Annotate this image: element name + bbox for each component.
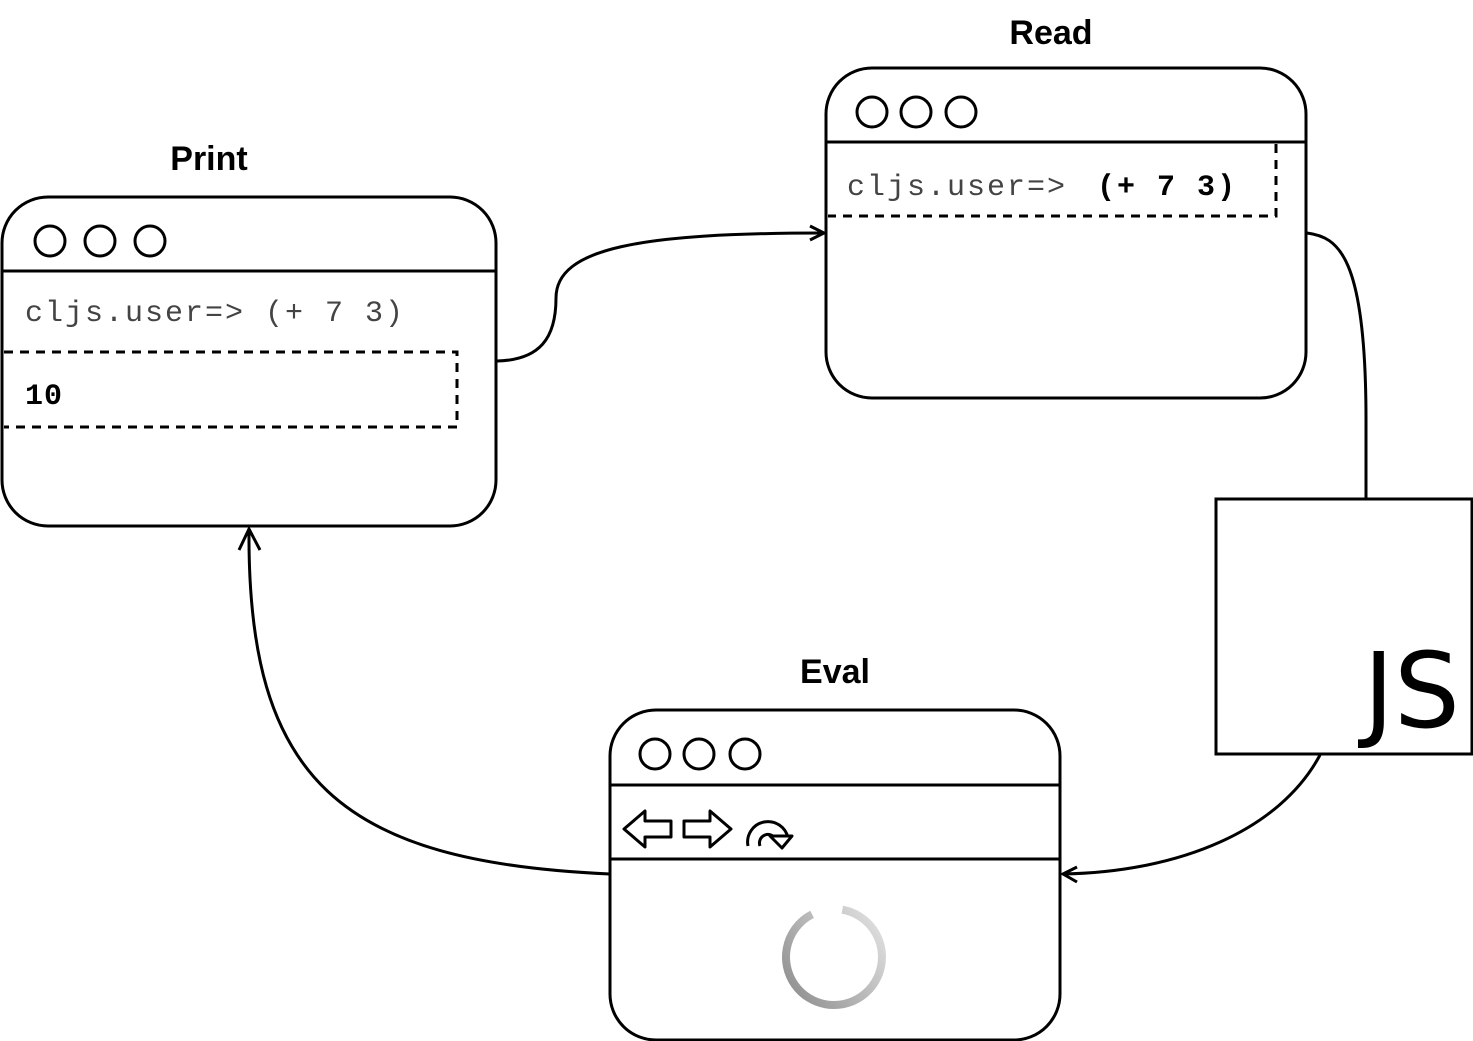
- read-expression: (+ 7 3): [1097, 171, 1237, 205]
- print-arrowhead: [237, 525, 262, 551]
- eval-arrowhead: [1059, 865, 1078, 884]
- eval-window-dot-icon: [638, 737, 672, 771]
- print-result-dashed-box: [4, 350, 459, 429]
- print-to-read-connector: [496, 231, 825, 363]
- print-window-dot-icon: [133, 224, 167, 258]
- read-to-js-connector: [1306, 231, 1368, 498]
- print-input-line: cljs.user=> (+ 7 3): [25, 297, 405, 331]
- eval-window-dot-icon: [728, 737, 762, 771]
- print-result: 10: [25, 380, 63, 414]
- print-window-dot-icon: [33, 224, 67, 258]
- read-arrowhead: [809, 224, 828, 242]
- read-window: Read cljs.user=> (+ 7 3): [824, 14, 1308, 400]
- js-label: JS: [1357, 630, 1460, 752]
- eval-window-dot-icon: [682, 737, 716, 771]
- print-window-frame: [0, 195, 498, 528]
- read-input-line: cljs.user=> (+ 7 3): [847, 171, 1237, 205]
- print-window: Print cljs.user=> (+ 7 3) 10: [0, 140, 498, 528]
- eval-title: Eval: [800, 653, 870, 691]
- loading-spinner-icon: [782, 905, 886, 1009]
- js-to-eval-connector: [1062, 754, 1322, 876]
- print-window-dot-icon: [83, 224, 117, 258]
- eval-window: Eval: [608, 653, 1062, 1041]
- js-box: JS: [1214, 497, 1473, 756]
- connectors: [237, 224, 1368, 884]
- eval-to-print-connector: [247, 528, 611, 876]
- reload-icon[interactable]: [746, 820, 794, 850]
- read-title: Read: [1009, 14, 1092, 52]
- read-input-dashed-box: [828, 144, 1278, 218]
- print-title: Print: [170, 140, 247, 178]
- forward-arrow-icon[interactable]: [682, 809, 733, 849]
- read-window-dot-icon: [899, 95, 933, 129]
- read-window-frame: [824, 66, 1308, 400]
- js-box-frame: [1214, 497, 1473, 756]
- read-window-dot-icon: [855, 95, 889, 129]
- read-prompt: cljs.user=>: [847, 171, 1067, 205]
- read-window-dot-icon: [944, 95, 978, 129]
- back-arrow-icon[interactable]: [622, 809, 673, 849]
- eval-window-frame: [608, 708, 1062, 1041]
